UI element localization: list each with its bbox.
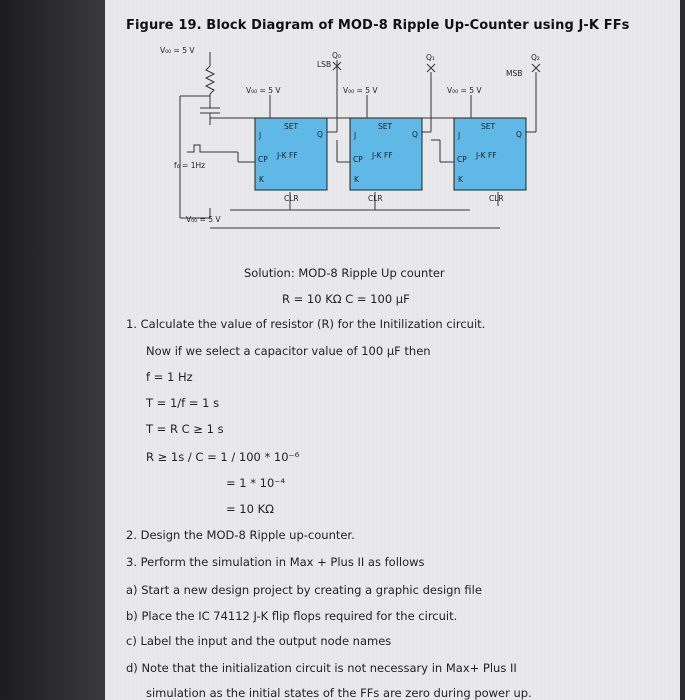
msb-label: MSB bbox=[506, 69, 522, 78]
ff1-name: J-K FF bbox=[276, 151, 298, 160]
jk-ff-2 bbox=[349, 117, 423, 191]
jk-ff-1 bbox=[254, 117, 328, 191]
resistor-calc-1: R ≥ 1s / C = 1 / 100 * 10⁻⁶ bbox=[146, 450, 300, 464]
ff3-q: Q bbox=[516, 130, 522, 139]
ff2-set: SET bbox=[378, 122, 392, 131]
q0-label: Q₀ bbox=[332, 51, 341, 60]
step-3a: a) Start a new design project by creatin… bbox=[126, 583, 482, 597]
step-3c: c) Label the input and the output node n… bbox=[126, 634, 392, 648]
q2-label: Q₂ bbox=[531, 53, 540, 62]
ff3-clr: CLR bbox=[489, 194, 504, 203]
vcc-bottom-label: V₀₀ = 5 V bbox=[186, 215, 221, 224]
ff2-k: K bbox=[354, 175, 360, 184]
ff1-j: J bbox=[258, 131, 261, 140]
ff3-set: SET bbox=[481, 122, 495, 131]
ff2-q: Q bbox=[412, 130, 418, 139]
step-3d: d) Note that the initialization circuit … bbox=[126, 661, 517, 675]
ff1-q: Q bbox=[317, 130, 323, 139]
lsb-label: LSB bbox=[317, 60, 331, 69]
vcc-top-label: V₀₀ = 5 V bbox=[160, 46, 195, 55]
tau-line-1: T = 1/f = 1 s bbox=[146, 396, 220, 410]
ff2-j: J bbox=[353, 131, 356, 140]
jk-ff-3 bbox=[453, 117, 527, 191]
ff1-cp: CP bbox=[258, 155, 268, 164]
clock-pulse bbox=[187, 144, 206, 153]
vcc-ff2-label: V₀₀ = 5 V bbox=[343, 86, 378, 95]
vcc-ff1-label: V₀₀ = 5 V bbox=[246, 86, 281, 95]
ff1-clr: CLR bbox=[284, 194, 299, 203]
ff1-set: SET bbox=[284, 122, 298, 131]
ff2-clr: CLR bbox=[368, 194, 383, 203]
resistor-symbol bbox=[204, 65, 216, 95]
rc-values: R = 10 KΩ C = 100 µF bbox=[282, 292, 410, 306]
ff2-name: J-K FF bbox=[371, 151, 393, 160]
ff1-k: K bbox=[259, 175, 265, 184]
q1-label: Q₁ bbox=[426, 53, 435, 62]
step-2: 2. Design the MOD-8 Ripple up-counter. bbox=[126, 528, 355, 542]
solution-heading: Solution: MOD-8 Ripple Up counter bbox=[244, 266, 445, 280]
ff3-j: J bbox=[457, 131, 460, 140]
step-3d-cont: simulation as the initial states of the … bbox=[146, 686, 532, 700]
document-page bbox=[105, 0, 680, 700]
ff2-cp: CP bbox=[353, 155, 363, 164]
ff3-cp: CP bbox=[457, 155, 467, 164]
step-1: 1. Calculate the value of resistor (R) f… bbox=[126, 317, 486, 331]
vcc-ff3-label: V₀₀ = 5 V bbox=[447, 86, 482, 95]
circuit-diagram: V₀₀ = 5 V V₀₀ = 5 V V₀₀ = 5 V V₀₀ = 5 V … bbox=[160, 46, 541, 229]
ff3-k: K bbox=[458, 175, 464, 184]
figure-title: Figure 19. Block Diagram of MOD-8 Ripple… bbox=[126, 18, 630, 33]
clock-label: f₀ = 1Hz bbox=[174, 161, 205, 170]
frequency-line: f = 1 Hz bbox=[146, 370, 193, 384]
resistor-calc-2: = 1 * 10⁻⁴ bbox=[226, 476, 285, 490]
step-3: 3. Perform the simulation in Max + Plus … bbox=[126, 555, 425, 569]
ff3-name: J-K FF bbox=[475, 151, 497, 160]
step-1-note: Now if we select a capacitor value of 10… bbox=[146, 344, 431, 358]
photo-background bbox=[0, 0, 105, 700]
tau-line-2: T = R C ≥ 1 s bbox=[146, 422, 224, 436]
resistor-calc-3: = 10 KΩ bbox=[226, 502, 274, 516]
step-3b: b) Place the IC 74112 J-K flip flops req… bbox=[126, 609, 458, 623]
